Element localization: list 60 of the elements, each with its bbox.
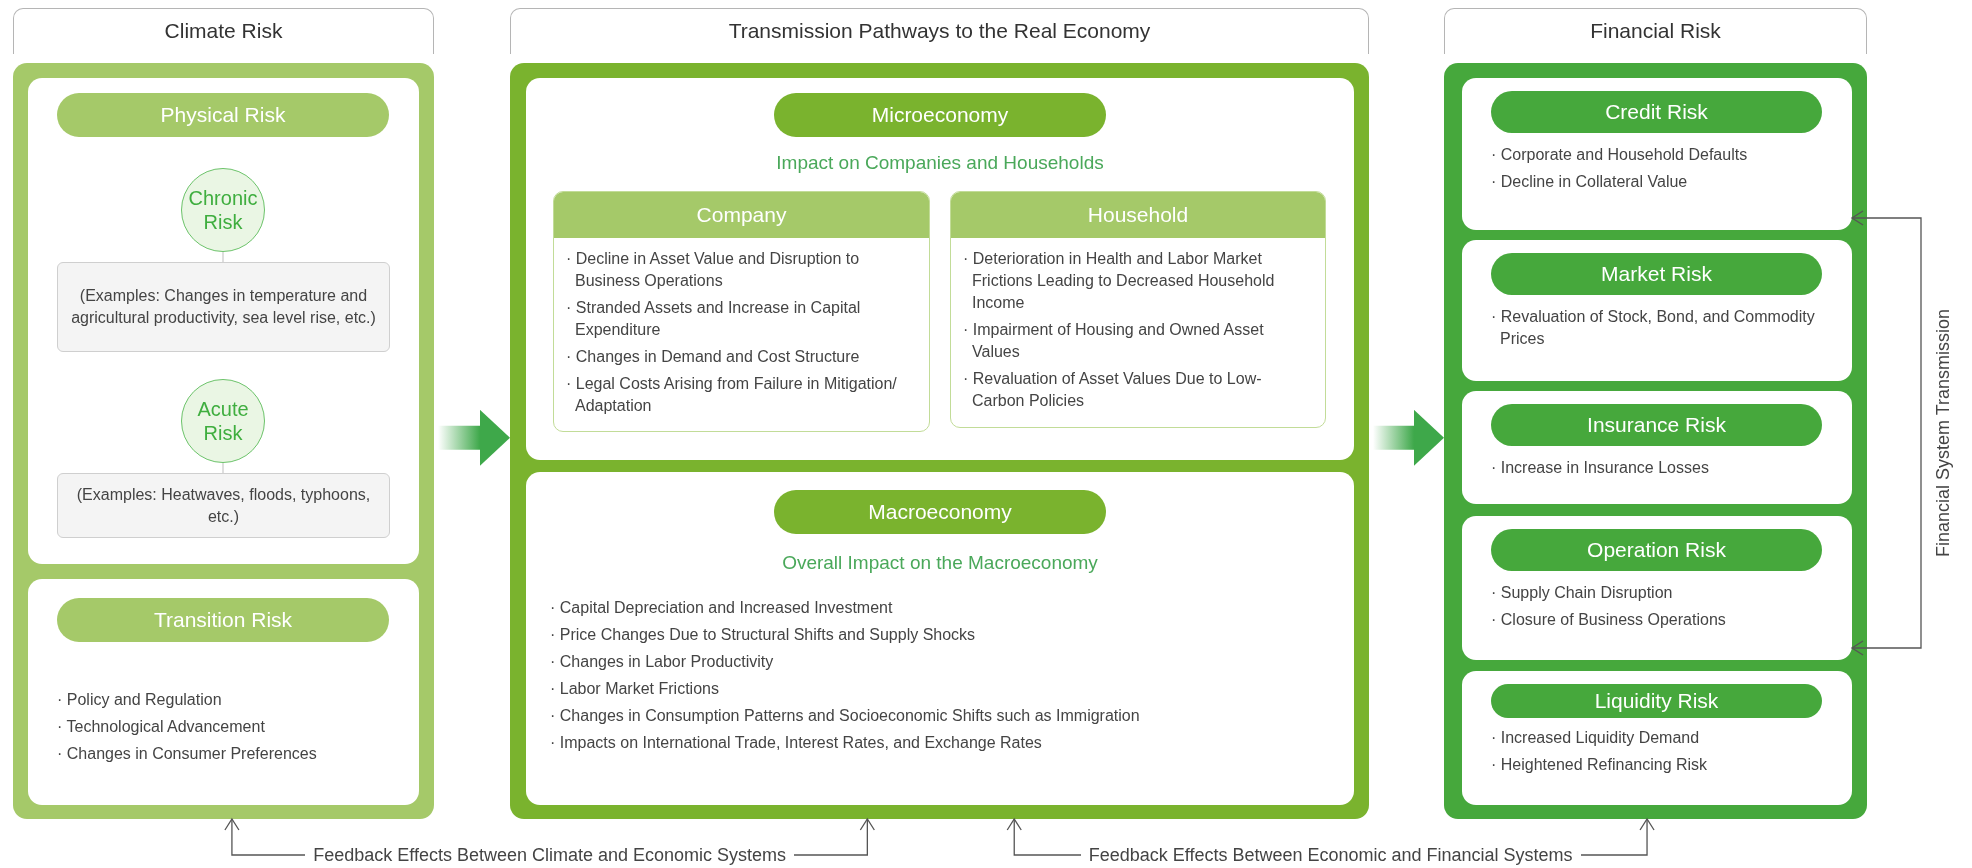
bullet-item: · Decline in Collateral Value [1491, 172, 1689, 192]
arrow [1851, 210, 1922, 656]
risk-card [1462, 516, 1852, 660]
heading-pill: Macroeconomy [774, 490, 1106, 534]
heading-pill: Physical Risk [57, 93, 389, 137]
risk-card [1462, 240, 1852, 381]
block-arrow [438, 409, 510, 466]
example-note: (Examples: Heatwaves, floods, typhoons, etc.) [57, 473, 390, 538]
heading-pill: Transition Risk [57, 598, 389, 642]
subheading: Overall Impact on the Macroeconomy [781, 552, 1099, 574]
bullet-item: · Corporate and Household Defaults [1491, 145, 1749, 165]
heading-pill: Insurance Risk [1491, 404, 1822, 446]
risk-card [1462, 671, 1852, 805]
bullet-item: · Impacts on International Trade, Interest Rates, and Exchange Rates [550, 733, 1043, 753]
bullet-item: · Legal Costs Arising from Failure in Mitigation/ Adaptation [566, 374, 898, 416]
card-header: Company [554, 192, 929, 238]
risk-card [1462, 391, 1852, 504]
example-note: (Examples: Changes in temperature and agricultural productivity, sea level rise, etc.) [57, 262, 390, 352]
bullet-item: · Technological Advancement [57, 717, 266, 737]
card-header: Household [951, 192, 1325, 238]
category-card [950, 191, 1326, 428]
bullet-item: · Impairment of Housing and Owned Asset Values [963, 320, 1265, 362]
bullet-item: · Labor Market Frictions [550, 679, 720, 699]
bullet-item: · Supply Chain Disruption [1491, 583, 1674, 603]
bullet-item: · Deterioration in Health and Labor Market Frictions Leading to Decreased Household Income [963, 249, 1276, 313]
bullet-item: · Increased Liquidity Demand [1491, 728, 1701, 748]
bullet-item: · Changes in Consumption Patterns and Socioeconomic Shifts such as Immigration [550, 706, 1141, 726]
bullet-item: · Decline in Asset Value and Disruption to Business Operations [566, 249, 861, 291]
risk-card [28, 78, 419, 564]
risk-card [526, 78, 1354, 460]
bullet-item: · Stranded Assets and Increase in Capital Expenditure [566, 298, 862, 340]
heading-pill: Credit Risk [1491, 91, 1822, 133]
risk-circle: Chronic Risk [181, 168, 265, 252]
category-card [553, 191, 930, 432]
bullet-item: · Changes in Labor Productivity [550, 652, 775, 672]
bullet-item: · Changes in Demand and Cost Structure [566, 347, 861, 367]
column-header: Climate Risk [13, 8, 434, 54]
heading-pill: Market Risk [1491, 253, 1822, 295]
bullet-item: · Revaluation of Stock, Bond, and Commodity Prices [1491, 307, 1816, 349]
column-header: Financial Risk [1444, 8, 1867, 54]
bullet-item: · Capital Depreciation and Increased Investment [550, 598, 894, 618]
bullet-item: · Price Changes Due to Structural Shifts and Supply Shocks [550, 625, 977, 645]
bullet-item: · Closure of Business Operations [1491, 610, 1727, 630]
risk-card [1462, 78, 1852, 230]
subheading: Impact on Companies and Households [775, 152, 1105, 174]
connector-line [222, 462, 224, 474]
bullet-item: · Policy and Regulation [57, 690, 223, 710]
heading-pill: Microeconomy [774, 93, 1106, 137]
bullet-item: · Revaluation of Asset Values Due to Low-Carbon Policies [963, 369, 1263, 411]
block-arrow [1373, 409, 1444, 466]
heading-pill: Operation Risk [1491, 529, 1822, 571]
risk-card [28, 579, 419, 805]
connector-line [222, 251, 224, 263]
bullet-item: · Changes in Consumer Preferences [57, 744, 318, 764]
bullet-item: · Increase in Insurance Losses [1491, 458, 1710, 478]
bullet-item: · Heightened Refinancing Risk [1491, 755, 1709, 775]
risk-card [526, 472, 1354, 805]
heading-pill: Liquidity Risk [1491, 684, 1822, 718]
column-header: Transmission Pathways to the Real Economy [510, 8, 1369, 54]
risk-circle: Acute Risk [181, 379, 265, 463]
